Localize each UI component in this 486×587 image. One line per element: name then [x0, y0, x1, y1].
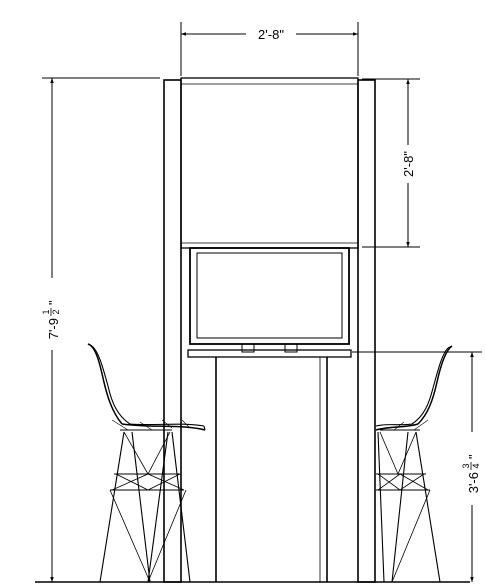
monitor-foot-right: [284, 343, 298, 353]
counter-height-label: 3'-6 3 4 ": [461, 454, 481, 493]
svg-text:3: 3: [461, 463, 471, 468]
svg-text:": ": [46, 300, 61, 305]
dimension-panel-height: [362, 78, 420, 248]
monitor-foot-left: [241, 343, 255, 353]
dimension-counter-height: [352, 351, 482, 582]
kiosk-structure: [35, 77, 470, 583]
dimension-overall-height: [42, 77, 160, 582]
top-width-label: 2'-8": [258, 27, 284, 42]
stool-left: [87, 343, 206, 583]
panel-height-label: 2'-8": [401, 151, 416, 177]
svg-text:": ": [466, 454, 481, 459]
overall-height-label: 7'-9 1 2 ": [41, 300, 61, 339]
dimension-top-width: [180, 22, 359, 76]
right-side-panel: [357, 79, 376, 583]
stool-right: [375, 345, 453, 583]
upper-cabinet: [180, 77, 359, 249]
svg-text:1: 1: [41, 309, 51, 314]
svg-text:2: 2: [51, 309, 61, 314]
monitor-screen: [196, 252, 343, 339]
left-side-panel: [163, 79, 182, 583]
counter-top: [187, 349, 352, 358]
svg-text:3'-6: 3'-6: [466, 472, 481, 493]
svg-text:4: 4: [471, 463, 481, 468]
svg-text:7'-9: 7'-9: [46, 318, 61, 339]
monitor-outer: [189, 247, 350, 345]
